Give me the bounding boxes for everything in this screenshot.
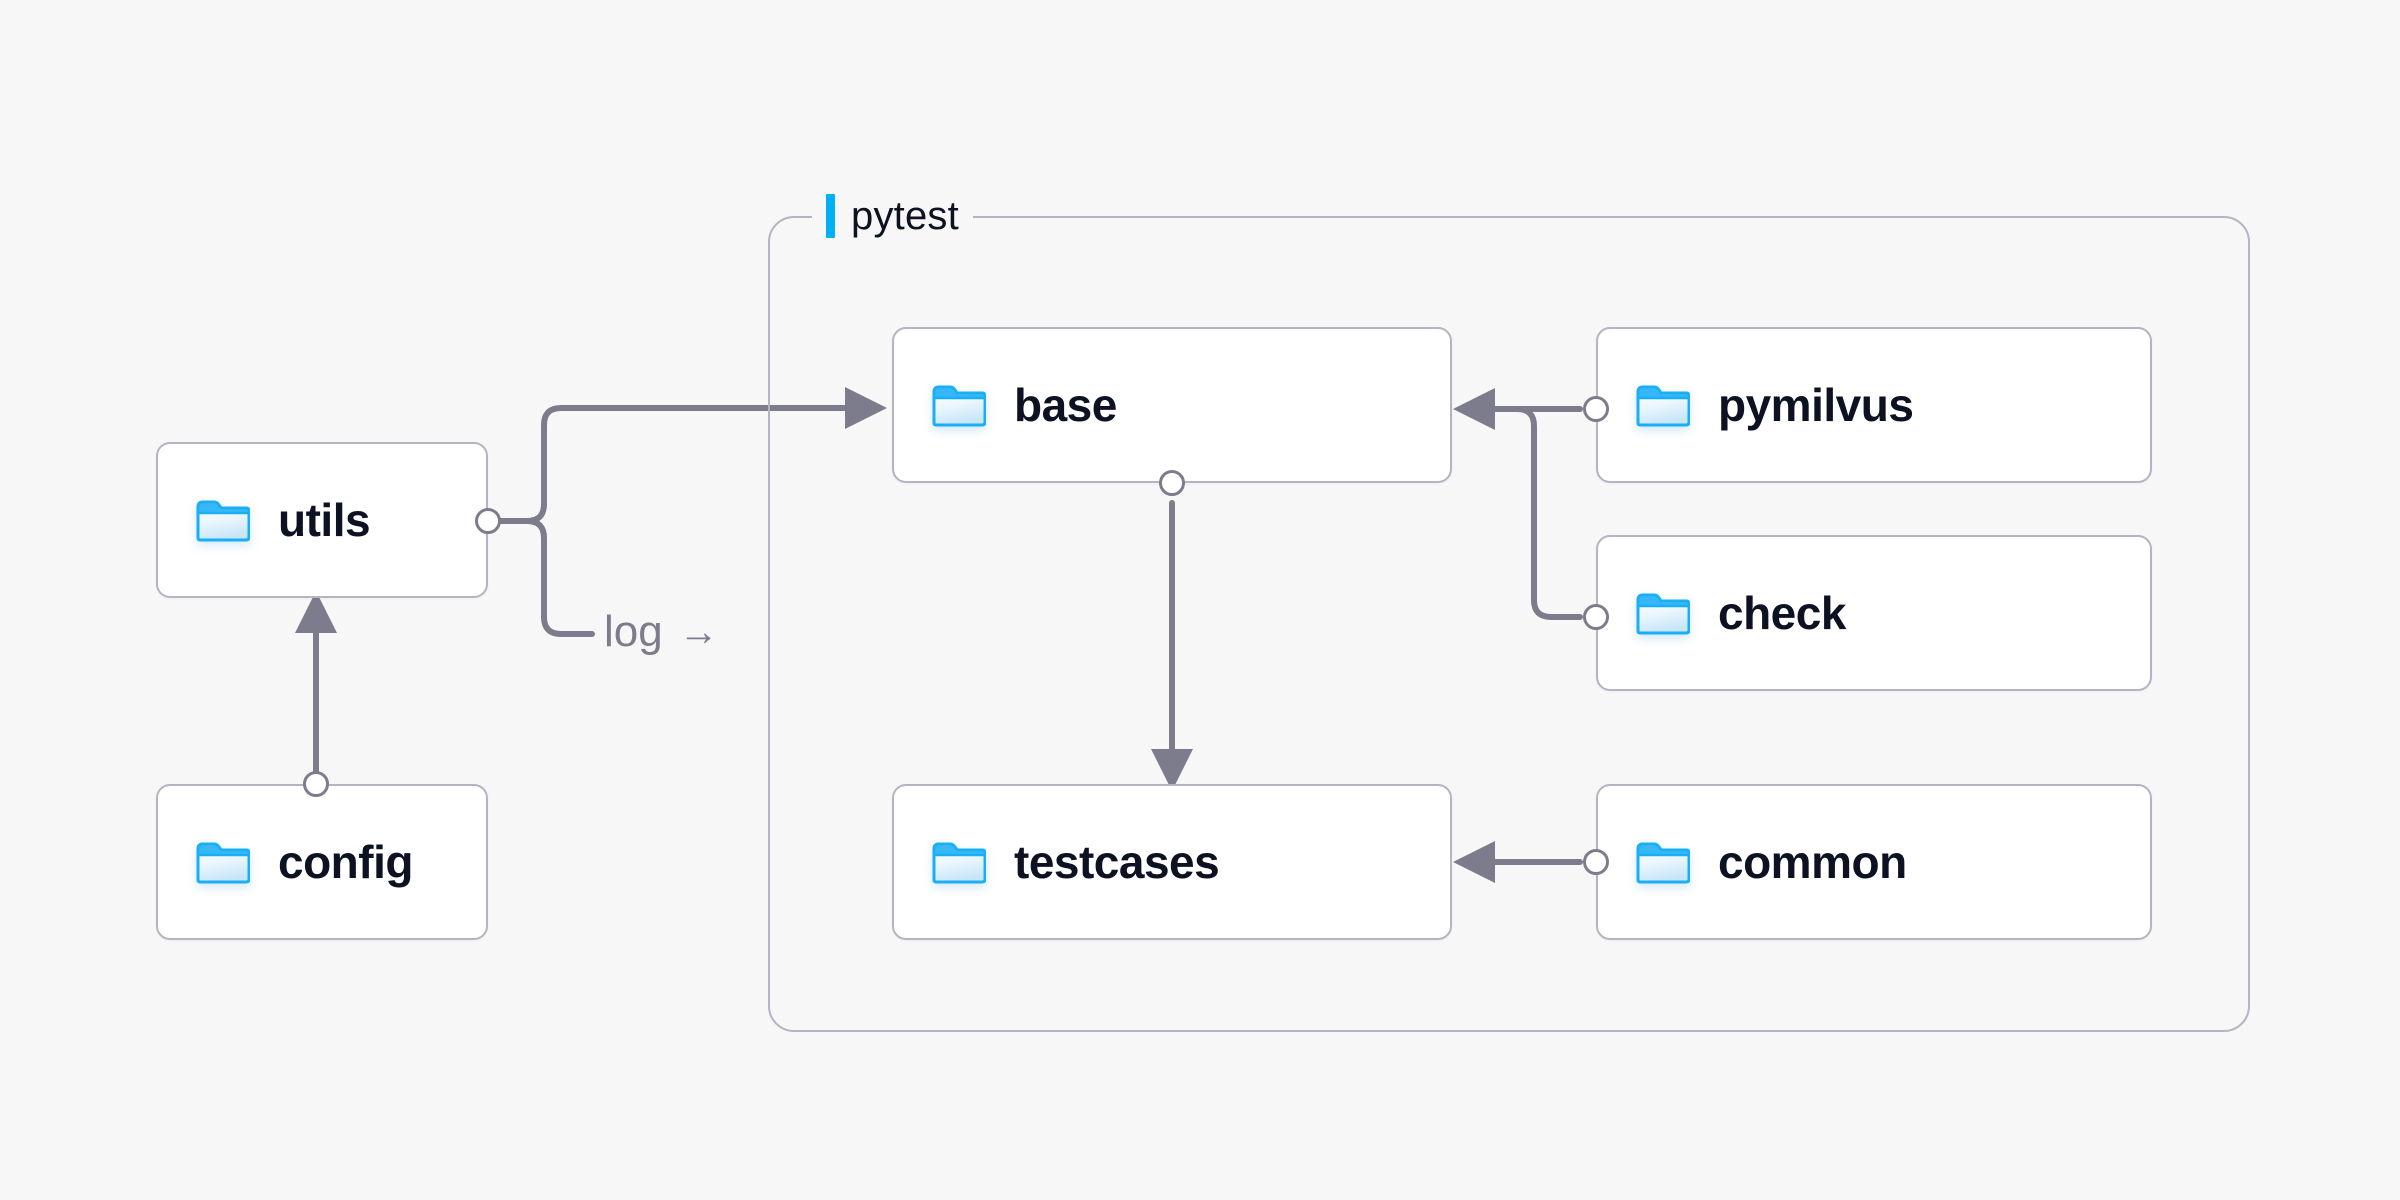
node-label: base bbox=[1014, 379, 1117, 431]
group-container-pytest[interactable] bbox=[768, 216, 2250, 1032]
folder-icon bbox=[932, 385, 986, 427]
folder-icon bbox=[1636, 385, 1690, 427]
arrow-right-icon: → bbox=[678, 610, 719, 654]
group-title: pytest bbox=[851, 193, 959, 238]
node-base[interactable]: base bbox=[892, 327, 1452, 483]
node-label: common bbox=[1718, 836, 1907, 888]
folder-icon bbox=[196, 842, 250, 884]
port-pymilvus-left[interactable] bbox=[1583, 396, 1609, 422]
group-label-pytest: pytest bbox=[812, 190, 973, 242]
node-label: pymilvus bbox=[1718, 379, 1914, 431]
node-utils[interactable]: utils bbox=[156, 442, 488, 598]
edge-utils-log bbox=[524, 518, 595, 637]
port-config-top[interactable] bbox=[303, 771, 329, 797]
node-config[interactable]: config bbox=[156, 784, 488, 940]
node-check[interactable]: check bbox=[1596, 535, 2152, 691]
node-label: utils bbox=[278, 494, 371, 546]
edge-label-log: log → bbox=[604, 610, 719, 654]
node-testcases[interactable]: testcases bbox=[892, 784, 1452, 940]
folder-icon bbox=[932, 842, 986, 884]
node-pymilvus[interactable]: pymilvus bbox=[1596, 327, 2152, 483]
port-common-left[interactable] bbox=[1583, 849, 1609, 875]
node-label: testcases bbox=[1014, 836, 1220, 888]
node-label: check bbox=[1718, 587, 1846, 639]
port-utils-right[interactable] bbox=[475, 508, 501, 534]
edge-label-log-text: log bbox=[604, 607, 663, 656]
group-accent-bar bbox=[826, 194, 835, 238]
folder-icon bbox=[196, 500, 250, 542]
folder-icon bbox=[1636, 593, 1690, 635]
port-check-left[interactable] bbox=[1583, 604, 1609, 630]
node-common[interactable]: common bbox=[1596, 784, 2152, 940]
node-label: config bbox=[278, 836, 413, 888]
port-base-bottom[interactable] bbox=[1159, 470, 1185, 496]
folder-icon bbox=[1636, 842, 1690, 884]
